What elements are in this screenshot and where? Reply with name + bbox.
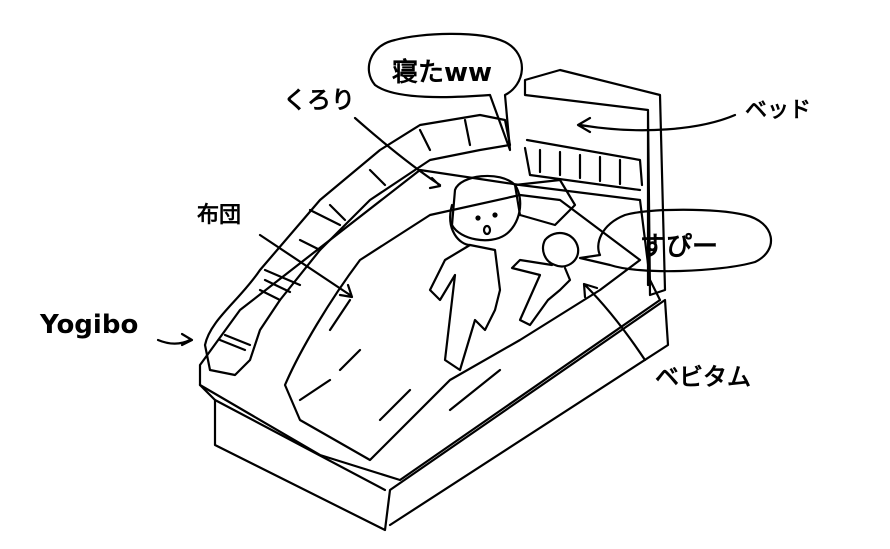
futon-wrinkles [298, 298, 502, 422]
label-bed: ベッド [745, 98, 812, 123]
speech-bubble-kurori [367, 32, 523, 152]
headboard-slats [523, 146, 642, 192]
pillow [513, 178, 577, 227]
bed-base [198, 298, 670, 532]
arrow-bebitamu [582, 282, 647, 362]
mattress [198, 168, 662, 482]
kurori-figure [428, 174, 522, 372]
label-bebitamu: ベビタム [655, 363, 751, 391]
label-futon: 布団 [197, 203, 242, 228]
yogibo [203, 113, 512, 377]
label-kurori: くろり [283, 86, 355, 114]
arrow-kurori [353, 116, 442, 190]
speech-bubble-bebitamu [578, 208, 773, 273]
futon [283, 193, 642, 462]
speech-text-bebitamu: すぴー [640, 232, 719, 262]
bebitamu-figure [510, 231, 580, 327]
label-yogibo: Yogibo [40, 310, 139, 340]
speech-text-kurori: 寝たww [392, 58, 493, 88]
arrow-bed [576, 113, 737, 134]
arrow-yogibo [156, 332, 194, 347]
arrow-futon [258, 233, 354, 299]
yogibo-stripes [218, 118, 472, 352]
